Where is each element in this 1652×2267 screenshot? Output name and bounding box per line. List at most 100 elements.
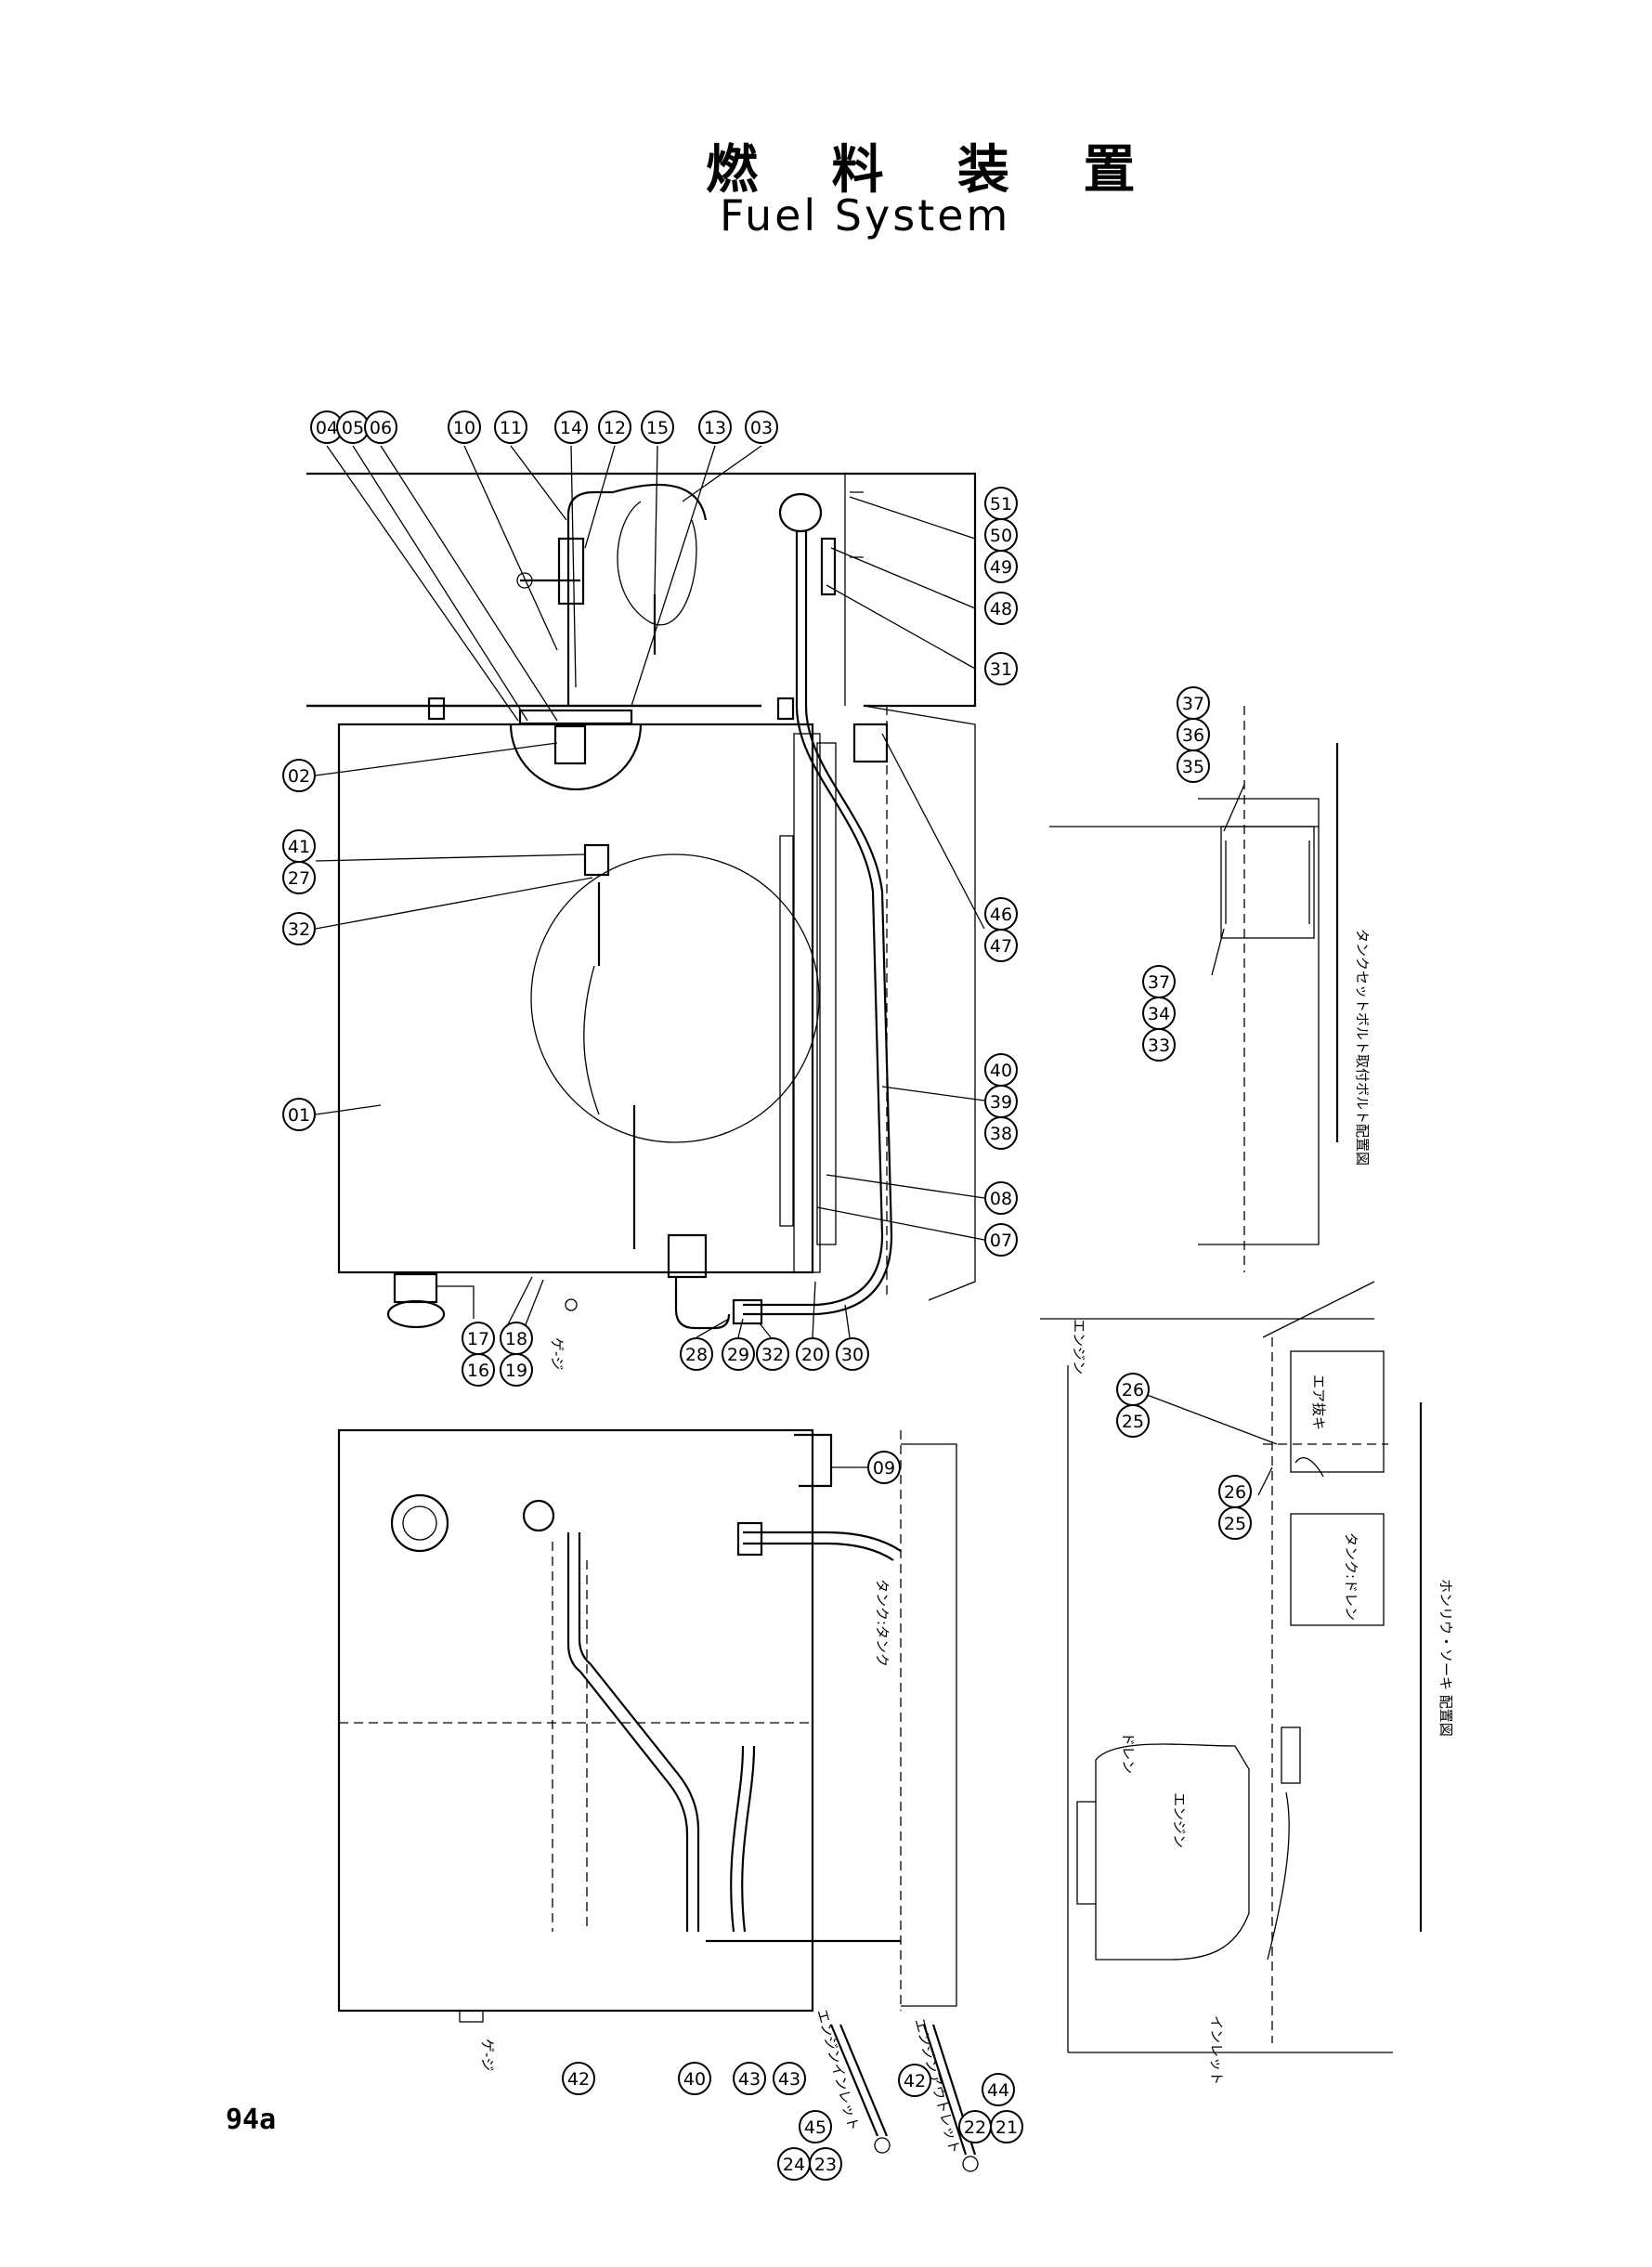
svg-text:46: 46 <box>990 905 1012 925</box>
svg-text:11: 11 <box>500 418 522 438</box>
note-drain: ドレン <box>1120 1732 1137 1774</box>
svg-text:32: 32 <box>288 919 310 940</box>
bolt-layout-detail <box>1049 706 1339 1272</box>
svg-text:17: 17 <box>467 1329 489 1349</box>
svg-text:12: 12 <box>604 418 626 438</box>
svg-text:10: 10 <box>453 418 475 438</box>
callout-44: 44 <box>982 2073 1015 2106</box>
svg-text:40: 40 <box>990 1061 1012 1081</box>
callout-34: 34 <box>1142 997 1176 1030</box>
svg-text:24: 24 <box>783 2155 805 2175</box>
svg-text:48: 48 <box>990 599 1012 619</box>
svg-text:08: 08 <box>990 1189 1012 1209</box>
svg-text:16: 16 <box>467 1361 489 1381</box>
callout-46: 46 <box>984 897 1018 931</box>
callout-45: 45 <box>799 2110 832 2143</box>
svg-text:41: 41 <box>288 837 310 857</box>
page-number: 94a <box>226 2104 277 2136</box>
callout-28: 28 <box>680 1337 713 1371</box>
svg-text:47: 47 <box>990 936 1012 957</box>
callout-24: 24 <box>777 2147 811 2181</box>
note-tank-return: タンク:ドレン <box>1343 1532 1359 1621</box>
callout-42-right: 42 <box>898 2064 931 2097</box>
svg-text:05: 05 <box>342 418 364 438</box>
note-inlet: インレット <box>1208 2015 1225 2085</box>
callout-21: 21 <box>990 2110 1023 2143</box>
callout-17: 17 <box>462 1322 495 1355</box>
callout-39: 39 <box>984 1085 1018 1118</box>
svg-text:19: 19 <box>505 1361 527 1381</box>
svg-text:43: 43 <box>778 2069 800 2090</box>
svg-text:18: 18 <box>505 1329 527 1349</box>
callout-16: 16 <box>462 1353 495 1387</box>
callout-38: 38 <box>984 1116 1018 1150</box>
svg-text:45: 45 <box>804 2117 826 2138</box>
note-gauge-a: ゲ-ジ <box>549 1337 566 1370</box>
svg-text:14: 14 <box>560 418 582 438</box>
callout-42-left: 42 <box>562 2062 595 2095</box>
svg-text:37: 37 <box>1148 972 1170 993</box>
callout-12: 12 <box>598 410 631 444</box>
callout-40: 40 <box>984 1053 1018 1087</box>
svg-text:25: 25 <box>1224 1514 1246 1534</box>
svg-text:26: 26 <box>1224 1482 1246 1503</box>
svg-text:29: 29 <box>727 1345 749 1365</box>
callout-13: 13 <box>698 410 732 444</box>
note-engine: エンジン <box>1171 1792 1188 1848</box>
callout-02: 02 <box>282 759 316 792</box>
callout-26-b: 26 <box>1218 1475 1252 1508</box>
svg-text:28: 28 <box>685 1345 708 1365</box>
callout-51: 51 <box>984 487 1018 520</box>
svg-text:26: 26 <box>1122 1380 1144 1401</box>
svg-text:43: 43 <box>738 2069 761 2090</box>
svg-text:35: 35 <box>1182 757 1204 777</box>
note-engine-side: エンジン <box>1071 1319 1087 1375</box>
callout-05: 05 <box>336 410 370 444</box>
svg-text:42: 42 <box>904 2071 926 2091</box>
callout-47: 47 <box>984 929 1018 962</box>
callout-03: 03 <box>745 410 778 444</box>
callout-09: 09 <box>867 1451 901 1484</box>
callout-10: 10 <box>448 410 481 444</box>
callout-48: 48 <box>984 592 1018 625</box>
svg-text:23: 23 <box>814 2155 837 2175</box>
svg-text:34: 34 <box>1148 1004 1170 1024</box>
svg-text:13: 13 <box>704 418 726 438</box>
tank-top-view <box>306 472 977 1330</box>
svg-text:27: 27 <box>288 868 310 889</box>
svg-text:04: 04 <box>316 418 338 438</box>
callout-32-upper: 32 <box>282 912 316 945</box>
note-gauge-b: ゲ-ジ <box>479 2039 496 2071</box>
svg-text:15: 15 <box>646 418 669 438</box>
callout-40-lower: 40 <box>678 2062 711 2095</box>
callout-37-lower: 37 <box>1142 965 1176 998</box>
svg-text:51: 51 <box>990 494 1012 515</box>
svg-text:06: 06 <box>370 418 392 438</box>
callout-07: 07 <box>984 1223 1018 1257</box>
svg-text:33: 33 <box>1148 1036 1170 1056</box>
svg-text:07: 07 <box>990 1231 1012 1251</box>
callout-25-a: 25 <box>1116 1404 1150 1438</box>
callout-37-upper: 37 <box>1177 686 1210 720</box>
svg-text:49: 49 <box>990 557 1012 578</box>
callout-26-a: 26 <box>1116 1373 1150 1406</box>
engine-piping-layout <box>1040 1281 1423 2053</box>
callout-06: 06 <box>364 410 397 444</box>
svg-text:32: 32 <box>761 1345 784 1365</box>
leader-lines <box>315 445 1278 1496</box>
svg-text:50: 50 <box>990 526 1012 546</box>
callout-04: 04 <box>310 410 344 444</box>
svg-text:36: 36 <box>1182 725 1204 746</box>
callout-35: 35 <box>1177 749 1210 783</box>
svg-text:03: 03 <box>750 418 773 438</box>
callout-01: 01 <box>282 1098 316 1131</box>
svg-text:01: 01 <box>288 1105 310 1126</box>
svg-text:09: 09 <box>873 1458 895 1479</box>
note-piping-layout: ホンリウ・ソーキ 配置図 <box>1437 1579 1454 1737</box>
svg-text:39: 39 <box>990 1092 1012 1113</box>
svg-text:44: 44 <box>987 2080 1009 2101</box>
callout-43-a: 43 <box>733 2062 766 2095</box>
callout-14: 14 <box>554 410 588 444</box>
callout-15: 15 <box>641 410 674 444</box>
svg-text:40: 40 <box>683 2069 706 2090</box>
